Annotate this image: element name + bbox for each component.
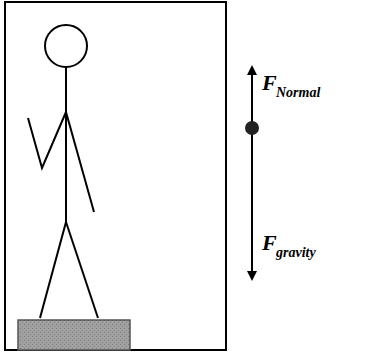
elevator-frame xyxy=(5,2,226,350)
force-subscript: Normal xyxy=(276,86,320,100)
force-symbol: F xyxy=(262,232,277,254)
force-symbol: F xyxy=(262,72,277,94)
free-body-diagram xyxy=(245,70,259,276)
stick-figure xyxy=(28,25,98,318)
force-subscript: gravity xyxy=(276,246,316,260)
scale-platform xyxy=(18,320,130,350)
